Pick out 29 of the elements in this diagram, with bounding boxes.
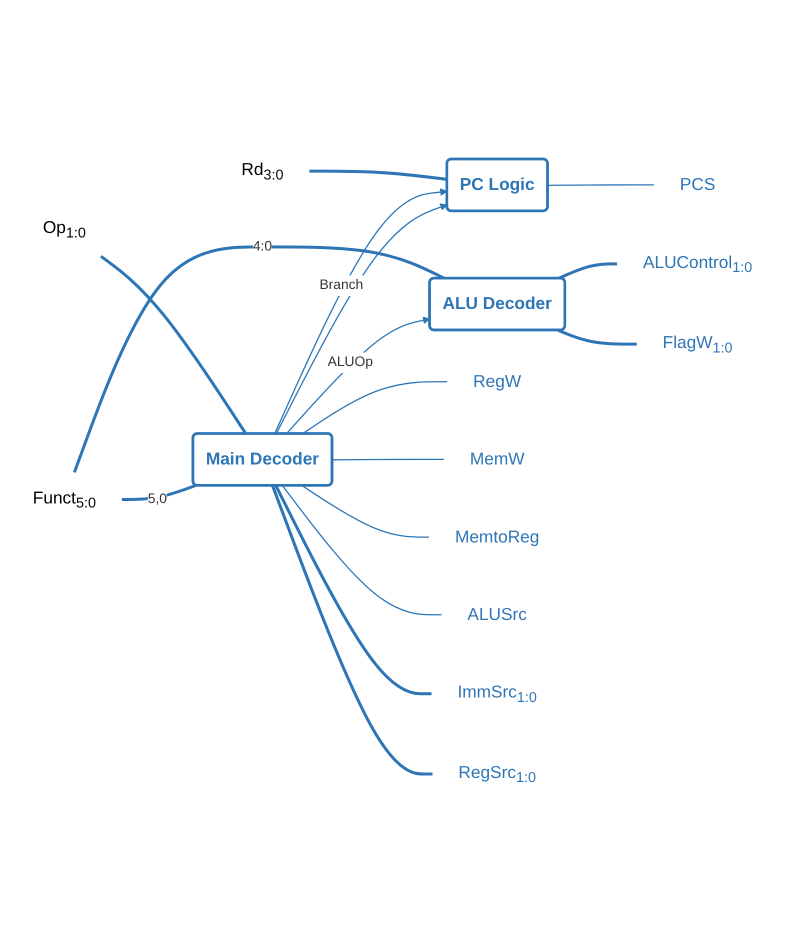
signal-label: Op$_{1:0}$ bbox=[42, 218, 86, 241]
signal-label: MemtoReg bbox=[454, 528, 540, 547]
signal-label: ImmSrc$_{1:0}$ bbox=[457, 682, 537, 706]
edge-label: ALUOp bbox=[328, 352, 373, 374]
signal-label: RegW bbox=[473, 372, 522, 392]
signal-label: FlagW$_{1:0}$ bbox=[662, 333, 733, 356]
signal-line bbox=[274, 484, 432, 696]
signal-line bbox=[271, 485, 432, 776]
signal-line bbox=[302, 381, 448, 434]
logic-block: ALU Decoder bbox=[428, 276, 566, 332]
signal-label: ALUSrc bbox=[467, 605, 527, 624]
signal-label: Funct$_{5:0}$ bbox=[32, 488, 96, 512]
signal-line bbox=[282, 485, 442, 616]
signal-line bbox=[309, 170, 448, 181]
signal-line bbox=[558, 328, 637, 346]
signal-label: PCS bbox=[680, 175, 716, 194]
signal-line bbox=[122, 484, 196, 501]
logic-block: Main Decoder bbox=[192, 432, 334, 487]
signal-line bbox=[332, 458, 444, 460]
signal-line bbox=[302, 485, 430, 538]
logic-block: PC Logic bbox=[446, 158, 549, 212]
signal-line bbox=[548, 184, 654, 186]
signal-label: ALUControl$_{1:0}$ bbox=[642, 253, 752, 276]
signal-label: MemW bbox=[470, 450, 524, 469]
signal-line bbox=[72, 245, 446, 473]
edge-label: Branch bbox=[319, 275, 364, 296]
signal-label: Rd$_{3:0}$ bbox=[241, 160, 284, 183]
signal-line bbox=[558, 262, 618, 280]
signal-label: RegSrc$_{1:0}$ bbox=[458, 763, 536, 786]
